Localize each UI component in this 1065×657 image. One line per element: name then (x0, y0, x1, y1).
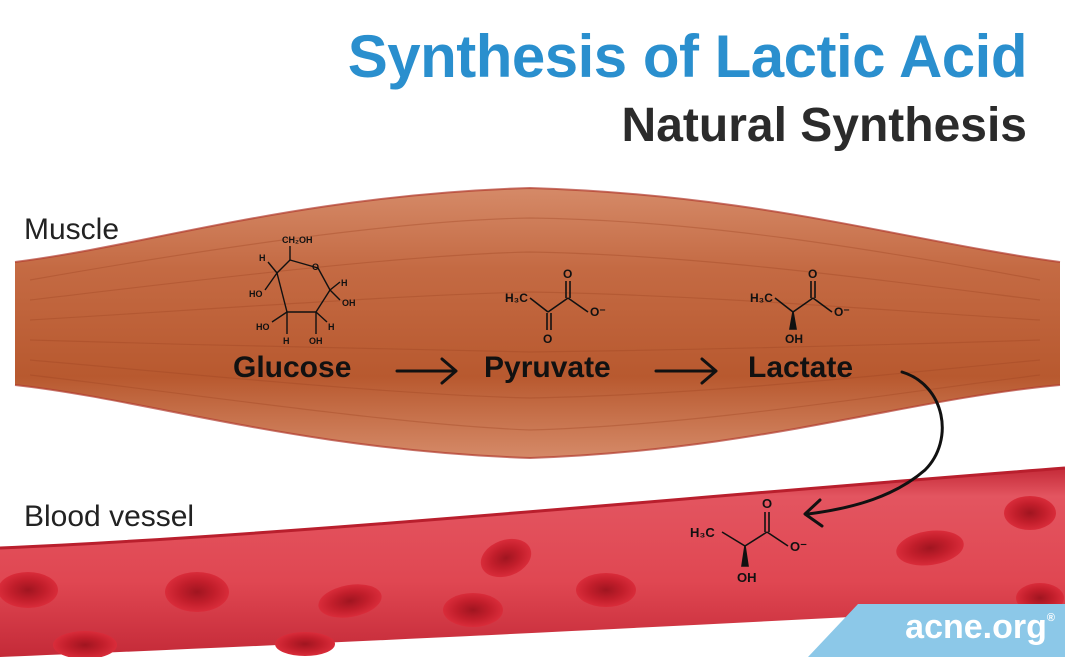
blood-vessel-label: Blood vessel (24, 500, 195, 533)
pathway-arrows (395, 357, 944, 528)
glucose-h1: H (259, 253, 266, 263)
brand-band (808, 604, 1065, 657)
pyruvate-o-minus: O⁻ (590, 305, 606, 319)
pyruvate-atom-labels: H₃C O O O⁻ (505, 267, 606, 346)
lactate-label: Lactate (748, 351, 854, 384)
glucose-label: Glucose (233, 351, 352, 384)
pyruvate-h3c: H₃C (505, 291, 528, 305)
arrow-glucose-to-pyruvate (395, 357, 458, 385)
lactate-structure-muscle (774, 281, 833, 330)
glucose-ho1: HO (249, 289, 263, 299)
glucose-atom-labels: CH₂OH O H HO HO H OH H H OH (249, 235, 356, 346)
page-subtitle: Natural Synthesis (621, 99, 1027, 152)
brand-logo[interactable]: acne.org® (905, 608, 1055, 647)
lactate-o-minus: O⁻ (834, 305, 850, 319)
arrow-pyruvate-to-lactate (654, 357, 718, 385)
glucose-structure (264, 246, 341, 334)
glucose-ho2: HO (256, 322, 270, 332)
lactate-carboxyl-o: O (808, 267, 817, 281)
glucose-h2: H (283, 336, 290, 346)
glucose-ring-o: O (312, 262, 319, 272)
lactate-oh: OH (785, 332, 803, 346)
pyruvate-carboxyl-o: O (563, 267, 572, 281)
brand-name: acne.org (905, 608, 1047, 646)
glucose-oh2: OH (342, 298, 356, 308)
blood-vessel (0, 466, 1065, 657)
muscle-tissue (14, 186, 1061, 460)
blood-lactate-h3c: H₃C (690, 525, 715, 540)
registered-mark: ® (1046, 612, 1055, 624)
blood-lactate-oh: OH (737, 570, 757, 585)
blood-lactate-carboxyl-o: O (762, 496, 772, 511)
glucose-ch2oh: CH₂OH (282, 235, 313, 245)
pyruvate-ketone-o: O (543, 332, 552, 346)
pyruvate-label: Pyruvate (484, 351, 611, 384)
page-title: Synthesis of Lactic Acid (347, 23, 1028, 90)
lactate-structure-blood (721, 512, 789, 567)
red-blood-cells (0, 496, 1064, 657)
arrow-lactate-to-blood (803, 370, 944, 528)
glucose-oh1: OH (309, 336, 323, 346)
lactate-atom-labels-muscle: H₃C O O⁻ OH (750, 267, 850, 346)
muscle-label: Muscle (24, 213, 120, 246)
lactate-h3c: H₃C (750, 291, 773, 305)
glucose-h3: H (328, 322, 335, 332)
blood-lactate-o-minus: O⁻ (790, 539, 807, 554)
glucose-h4: H (341, 278, 348, 288)
pyruvate-structure (529, 281, 589, 330)
lactate-atom-labels-blood: H₃C O O⁻ OH (690, 496, 807, 585)
